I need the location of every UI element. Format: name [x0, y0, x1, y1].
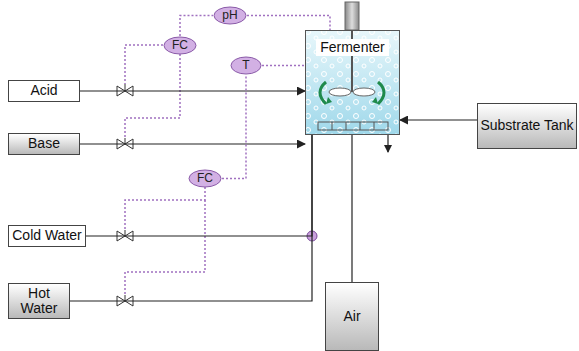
pipe-line	[80, 143, 305, 144]
fermenter-vessel	[305, 30, 400, 135]
controller-bubble: FC	[188, 169, 222, 188]
node-label: Substrate Tank	[480, 118, 573, 133]
pipe-line	[400, 119, 477, 120]
impeller	[329, 88, 375, 96]
node-label: FC	[172, 39, 188, 52]
fermenter: Fermenter	[305, 30, 400, 135]
node-label: Base	[28, 136, 60, 151]
signal-line	[222, 75, 246, 179]
node-label: Fermenter	[316, 39, 389, 56]
controller-bubble: T	[230, 56, 262, 75]
equipment-box: Cold Water	[8, 225, 86, 247]
control-signal	[125, 45, 205, 295]
node-label: Hot Water	[9, 286, 69, 317]
mixing-arrows	[320, 82, 384, 104]
motor	[345, 2, 359, 30]
sparger	[318, 122, 388, 130]
equipment-box: Hot Water	[8, 283, 70, 319]
signal-line	[262, 65, 305, 67]
valve	[117, 84, 133, 306]
equipment-box: Air	[325, 282, 379, 351]
node-label: FC	[197, 172, 213, 185]
signal-line	[247, 16, 330, 31]
pipe-line	[80, 90, 305, 91]
node-label: Acid	[30, 83, 57, 98]
pipe-line	[86, 135, 312, 236]
controller-bubble: pH	[213, 6, 247, 25]
equipment-box: Acid	[8, 80, 80, 102]
node-label: Air	[343, 309, 360, 324]
controller-bubble: FC	[163, 36, 197, 55]
node-label: pH	[222, 9, 237, 22]
equipment-box: Base	[8, 133, 80, 155]
signal-line	[180, 16, 213, 37]
pipe-line	[70, 135, 312, 301]
equipment-box: Substrate Tank	[477, 103, 577, 149]
outlet-arrow	[387, 135, 388, 152]
node-label: T	[242, 59, 249, 72]
pipe-line	[351, 135, 352, 282]
node-label: Cold Water	[12, 228, 82, 243]
